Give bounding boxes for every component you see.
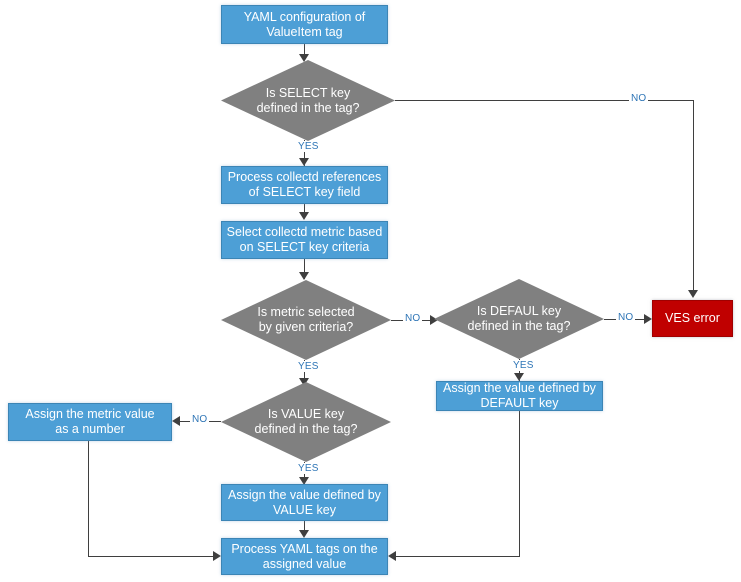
connector-metric-to-decision bbox=[304, 259, 305, 279]
arrowhead-defaul-no bbox=[644, 314, 652, 324]
connector-number-right bbox=[88, 556, 213, 557]
node-defaul-key-decision-label: Is DEFAUL key defined in the tag? bbox=[467, 304, 571, 333]
node-assign-number[interactable]: Assign the metric value as a number bbox=[8, 403, 172, 441]
node-value-key-decision[interactable]: Is VALUE key defined in the tag? bbox=[221, 382, 391, 462]
node-start[interactable]: YAML configuration of ValueItem tag bbox=[221, 5, 388, 44]
node-process-yaml[interactable]: Process YAML tags on the assigned value bbox=[221, 538, 388, 575]
edge-label-defaul-yes: YES bbox=[511, 360, 536, 371]
node-metric-selected-decision[interactable]: Is metric selected by given criteria? bbox=[221, 280, 391, 360]
arrowhead-value-yes bbox=[299, 477, 309, 485]
edge-label-value-yes: YES bbox=[296, 463, 321, 474]
node-defaul-key-decision[interactable]: Is DEFAUL key defined in the tag? bbox=[434, 279, 604, 359]
arrowhead-number-to-yaml bbox=[213, 551, 221, 561]
connector-default-left bbox=[396, 556, 520, 557]
arrowhead-select-yes bbox=[299, 158, 309, 166]
node-select-key-decision-label: Is SELECT key defined in the tag? bbox=[256, 85, 360, 115]
arrowhead-refs-to-metric bbox=[299, 212, 309, 220]
node-ves-error[interactable]: VES error bbox=[652, 300, 733, 337]
connector-assignvalue-to-yaml bbox=[304, 521, 305, 533]
edge-label-defaul-no: NO bbox=[616, 312, 636, 323]
arrowhead-metric-yes bbox=[299, 378, 309, 386]
edge-label-metric-no: NO bbox=[403, 313, 423, 324]
arrowhead-metric-no bbox=[430, 315, 438, 325]
arrowhead-default-to-yaml bbox=[388, 551, 396, 561]
connector-select-yes bbox=[304, 140, 305, 166]
arrowhead-defaul-yes bbox=[514, 373, 524, 381]
node-value-key-decision-label: Is VALUE key defined in the tag? bbox=[254, 407, 358, 436]
connector-default-down bbox=[519, 411, 520, 557]
arrowhead-assignvalue-to-yaml bbox=[299, 530, 309, 538]
edge-label-value-no: NO bbox=[190, 414, 210, 425]
node-select-metric[interactable]: Select collectd metric based on SELECT k… bbox=[221, 221, 388, 259]
connector-start-to-select bbox=[304, 44, 305, 56]
node-process-refs[interactable]: Process collectd references of SELECT ke… bbox=[221, 166, 388, 204]
arrowhead-start-to-select bbox=[299, 54, 309, 62]
node-assign-default[interactable]: Assign the value defined by DEFAULT key bbox=[436, 381, 603, 411]
edge-label-select-no: NO bbox=[629, 93, 649, 104]
arrowhead-value-no bbox=[172, 416, 180, 426]
connector-number-down bbox=[88, 441, 89, 557]
connector-select-no-horizontal bbox=[395, 100, 693, 101]
edge-label-metric-yes: YES bbox=[296, 361, 321, 372]
node-assign-value[interactable]: Assign the value defined by VALUE key bbox=[221, 484, 388, 521]
node-metric-selected-decision-label: Is metric selected by given criteria? bbox=[257, 305, 355, 334]
connector-refs-to-metric bbox=[304, 204, 305, 216]
connector-select-no-vertical bbox=[693, 100, 694, 290]
node-select-key-decision[interactable]: Is SELECT key defined in the tag? bbox=[221, 60, 395, 141]
connector-metric-yes bbox=[304, 360, 305, 384]
edge-label-select-yes: YES bbox=[296, 141, 321, 152]
arrowhead-select-no-to-error bbox=[688, 290, 698, 298]
arrowhead-metric-to-decision bbox=[299, 272, 309, 280]
